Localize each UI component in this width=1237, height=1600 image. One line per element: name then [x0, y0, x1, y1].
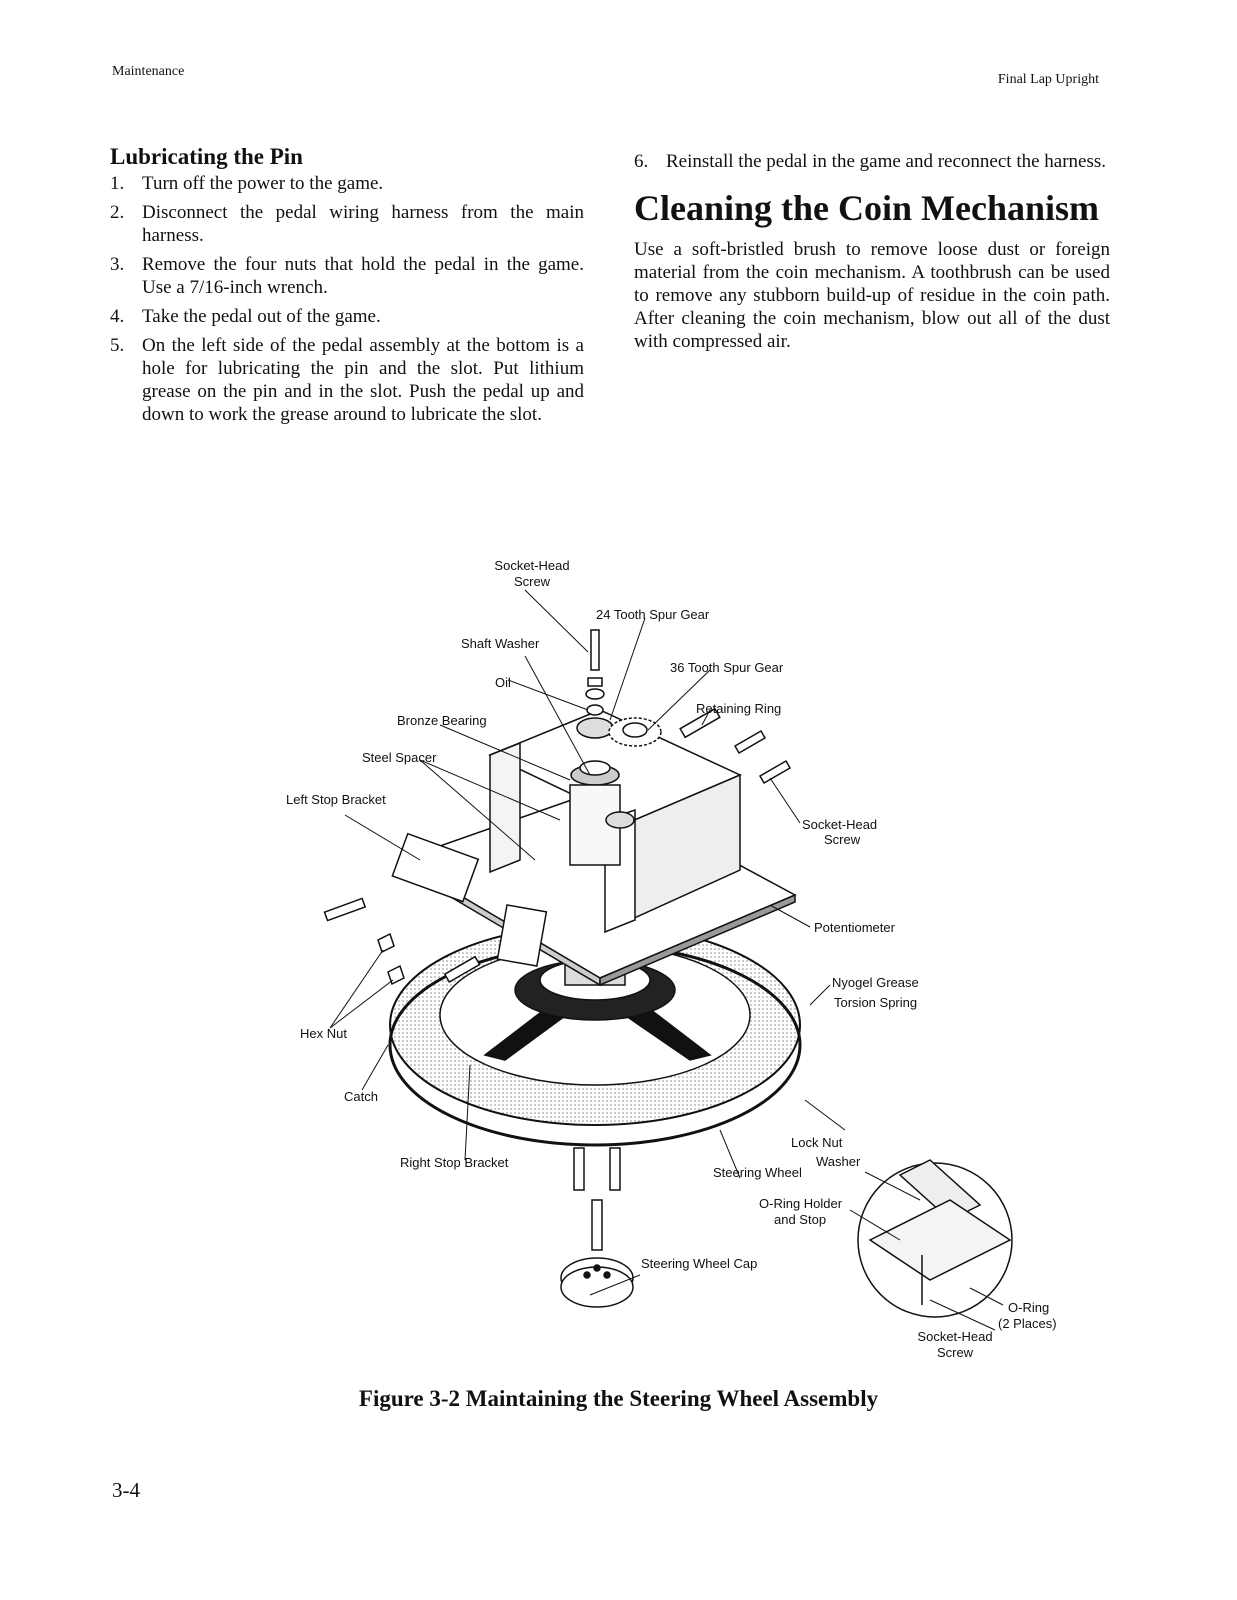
page-number: 3-4 — [112, 1478, 140, 1502]
label-socket-head-screw-top-2: Screw — [514, 574, 551, 589]
section-title-cleaning: Cleaning the Coin Mechanism — [634, 188, 1100, 228]
step-text: Take the pedal out of the game. — [142, 306, 381, 327]
running-header-right: Final Lap Upright — [997, 72, 1099, 87]
figure-caption: Figure 3-2 Maintaining the Steering Whee… — [358, 1386, 879, 1411]
label-left-stop-bracket: Left Stop Bracket — [286, 792, 386, 807]
step-text: Turn off the power to the game. — [142, 173, 384, 194]
step-number: 2. — [110, 202, 125, 223]
label-24-tooth-spur-gear: 24 Tooth Spur Gear — [596, 607, 710, 622]
label-socket-head-screw-right-2: Screw — [824, 832, 861, 847]
hardware-drawing — [323, 707, 792, 986]
step-number: 5. — [110, 335, 125, 356]
steps-list-continued: 6. Reinstall the pedal in the game and re… — [634, 150, 1110, 173]
label-socket-head-screw-top: Socket-Head — [494, 560, 569, 573]
label-bronze-bearing: Bronze Bearing — [397, 713, 487, 728]
label-steering-wheel-cap: Steering Wheel Cap — [641, 1256, 757, 1271]
section-title-lubricating: Lubricating the Pin — [110, 144, 303, 169]
label-retaining-ring: Retaining Ring — [696, 701, 781, 716]
label-hex-nut: Hex Nut — [300, 1026, 347, 1041]
label-steel-spacer: Steel Spacer — [362, 750, 437, 765]
label-socket-head-screw-right: Socket-Head — [802, 817, 877, 832]
leader-lines — [329, 589, 1004, 1331]
label-36-tooth-spur-gear: 36 Tooth Spur Gear — [670, 660, 784, 675]
step-text: Reinstall the pedal in the game and reco… — [666, 151, 1107, 172]
step-number: 1. — [110, 173, 125, 194]
label-lock-nut: Lock Nut — [791, 1135, 843, 1150]
step-number: 4. — [110, 306, 125, 327]
label-washer: Washer — [816, 1154, 861, 1169]
list-item: 6. Reinstall the pedal in the game and re… — [634, 150, 1110, 173]
label-o-ring: O-Ring — [1008, 1300, 1049, 1315]
list-item: 3. Remove the four nuts that hold the ped… — [110, 253, 584, 299]
label-right-stop-bracket: Right Stop Bracket — [400, 1155, 509, 1170]
detail-inset-drawing — [857, 1159, 1013, 1318]
step-number: 3. — [110, 254, 125, 275]
label-socket-head-screw-bottom: Socket-Head — [917, 1329, 992, 1344]
label-steering-wheel: Steering Wheel — [713, 1165, 802, 1180]
bottom-parts-drawing — [560, 1147, 634, 1308]
label-shaft-washer: Shaft Washer — [461, 636, 540, 651]
running-header-left: Maintenance — [112, 64, 185, 79]
list-item: 4. Take the pedal out of the game. — [110, 305, 584, 328]
label-oil: Oil — [495, 675, 511, 690]
step-text: Remove the four nuts that hold the pedal… — [142, 254, 584, 298]
cleaning-paragraph: Use a soft-bristled brush to remove loos… — [634, 239, 1110, 352]
step-text: Disconnect the pedal wiring harness from… — [142, 202, 584, 246]
label-nyogel-grease: Nyogel Grease — [832, 975, 919, 990]
label-socket-head-screw-bottom-2: Screw — [937, 1345, 974, 1360]
label-o-ring-holder-2: and Stop — [774, 1212, 826, 1227]
list-item: 1. Turn off the power to the game. — [110, 172, 584, 195]
label-catch: Catch — [344, 1089, 378, 1104]
bracket-housing-drawing — [488, 709, 742, 934]
steps-list: 1. Turn off the power to the game. 2. Disc… — [110, 172, 584, 426]
right-column: 6. Reinstall the pedal in the game and re… — [634, 150, 1110, 353]
step-number: 6. — [634, 151, 649, 172]
left-column: Lubricating the Pin 1. Turn off the power… — [110, 144, 584, 432]
gear-stack-drawing — [569, 629, 662, 866]
label-potentiometer: Potentiometer — [814, 920, 896, 935]
figure-labels: Socket-Head Screw 24 Tooth Spur Gear Sha… — [286, 560, 1057, 1360]
steering-wheel-assembly-figure: Socket-Head Screw 24 Tooth Spur Gear Sha… — [286, 560, 1057, 1360]
label-o-ring-2: (2 Places) — [998, 1316, 1057, 1331]
list-item: 5. On the left side of the pedal assembly… — [110, 334, 584, 426]
step-text: On the left side of the pedal assembly a… — [142, 335, 584, 425]
list-item: 2. Disconnect the pedal wiring harness fr… — [110, 201, 584, 247]
label-o-ring-holder: O-Ring Holder — [759, 1196, 843, 1211]
label-torsion-spring: Torsion Spring — [834, 995, 917, 1010]
